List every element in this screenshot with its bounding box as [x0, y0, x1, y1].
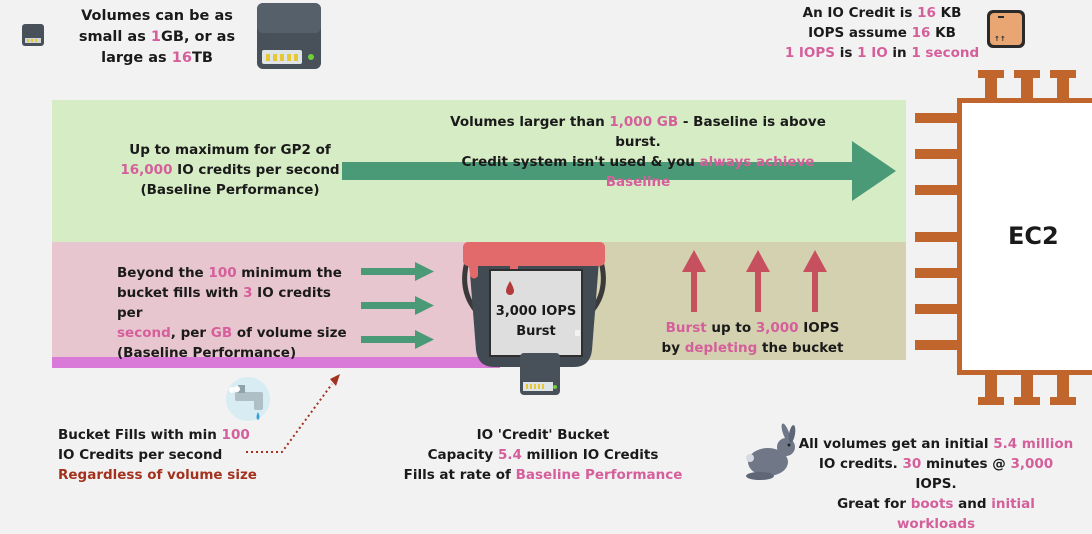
burst-arrows — [682, 250, 827, 312]
drive-icon-large — [257, 3, 321, 69]
highlight: 16 — [911, 25, 931, 41]
fill-arrows — [361, 262, 434, 349]
highlight: 100 — [208, 265, 237, 281]
highlight: 16,000 — [120, 162, 173, 178]
text-run: IO credits per second — [172, 162, 340, 178]
highlight: 100 — [221, 427, 250, 443]
text-run: the bucket — [757, 340, 844, 356]
text-run: , per — [170, 325, 211, 341]
highlight: Baseline Performance — [515, 467, 683, 483]
text-run: by — [661, 340, 685, 356]
text-run: TB — [191, 50, 213, 66]
large-volume-note: Volumes larger than 1,000 GB - Baseline … — [428, 112, 848, 192]
bucket-burst: Burst — [516, 324, 556, 339]
text-run: Credit system isn't used & you — [461, 154, 700, 170]
diagram-graphics: ↑↑ — [22, 3, 1092, 480]
bucket-icon — [462, 242, 606, 395]
highlight: 30 — [902, 456, 922, 472]
text-run: IO credits per — [117, 285, 331, 321]
highlight: 16 — [917, 5, 936, 21]
box-icon: ↑↑ — [987, 10, 1025, 48]
faucet-icon — [226, 377, 270, 421]
highlight: 3,000 — [755, 320, 799, 336]
max-gp2-note: Up to maximum for GP2 of 16,000 IO credi… — [112, 140, 348, 200]
rabbit-icon — [746, 423, 796, 480]
volume-size-note: Volumes can be as small as 1GB, or as la… — [68, 6, 246, 69]
highlight: 5.4 million — [993, 436, 1074, 452]
text-run: of volume size — [232, 325, 347, 341]
text-line: (Baseline Performance) — [117, 345, 297, 361]
drive-icon-small — [22, 24, 44, 46]
ec2-label: EC2 — [1008, 222, 1059, 250]
bucket-label: 3,000 IOPS Burst — [490, 302, 582, 342]
text-run: Volumes larger than — [450, 114, 610, 130]
text-run: is — [835, 45, 858, 61]
text-line: Up to maximum for GP2 of — [129, 142, 331, 158]
text-run: and — [953, 496, 992, 512]
initial-credits-note: All volumes get an initial 5.4 million I… — [796, 434, 1076, 534]
text-run: IO credits. — [818, 456, 903, 472]
highlight: 1 IO — [857, 45, 888, 61]
text-run: in — [887, 45, 912, 61]
highlight: depleting — [684, 340, 758, 356]
highlight: Burst — [665, 320, 707, 336]
bucket-level-bar — [52, 357, 500, 368]
text-run: An IO Credit is — [802, 5, 918, 21]
text-run: - Baseline is above burst. — [615, 114, 826, 150]
warning-line: Regardless of volume size — [58, 467, 257, 483]
text-run: IOPS. — [915, 476, 957, 492]
highlight: 1 — [150, 29, 161, 45]
text-run: IOPS — [798, 320, 840, 336]
text-run: bucket fills with — [117, 285, 244, 301]
highlight: 16 — [171, 50, 192, 66]
text-run: All volumes get an initial — [798, 436, 994, 452]
text-run: minimum the — [236, 265, 342, 281]
highlight: always achieve Baseline — [605, 154, 815, 190]
credit-bucket-note: IO 'Credit' Bucket Capacity 5.4 million … — [398, 425, 688, 485]
highlight: 1,000 GB — [609, 114, 679, 130]
highlight: 3,000 — [1010, 456, 1054, 472]
text-run: IOPS assume — [808, 25, 912, 41]
text-run: large as — [101, 50, 172, 66]
dotted-arrow — [246, 374, 340, 453]
text-run: KB — [930, 25, 956, 41]
svg-text:↑↑: ↑↑ — [994, 35, 1006, 43]
highlight: 3 — [243, 285, 253, 301]
highlight: boots — [910, 496, 954, 512]
highlight: GB — [210, 325, 233, 341]
burst-note: Burst up to 3,000 IOPS by depleting the … — [650, 318, 855, 358]
highlight: second — [117, 325, 171, 341]
ec2-chip-icon — [915, 70, 1092, 405]
text-run: Bucket Fills with min — [58, 427, 222, 443]
fill-rate-note: Beyond the 100 minimum the bucket fills … — [117, 263, 357, 363]
text-run: Beyond the — [117, 265, 209, 281]
text-run: small as — [78, 29, 151, 45]
text-run: Great for — [837, 496, 911, 512]
text-run: up to — [706, 320, 756, 336]
io-credit-note: An IO Credit is 16 KB IOPS assume 16 KB … — [778, 3, 986, 63]
text-line: IO 'Credit' Bucket — [476, 427, 610, 443]
text-line: IO Credits per second — [58, 447, 223, 463]
highlight: 1 IOPS — [784, 45, 836, 61]
text-run: million IO Credits — [521, 447, 659, 463]
min-fill-note: Bucket Fills with min 100 IO Credits per… — [58, 425, 278, 485]
text-run: KB — [935, 5, 962, 21]
text-run: Fills at rate of — [403, 467, 516, 483]
volume-size-line: Volumes can be as — [81, 8, 233, 24]
text-run: Capacity — [427, 447, 498, 463]
baseline-arrow — [342, 141, 896, 201]
highlight: 1 second — [911, 45, 980, 61]
highlight: 5.4 — [497, 447, 522, 463]
text-run: minutes @ — [921, 456, 1011, 472]
bucket-iops: 3,000 IOPS — [495, 304, 577, 319]
text-line: (Baseline Performance) — [140, 182, 320, 198]
text-run: GB, or as — [160, 29, 236, 45]
